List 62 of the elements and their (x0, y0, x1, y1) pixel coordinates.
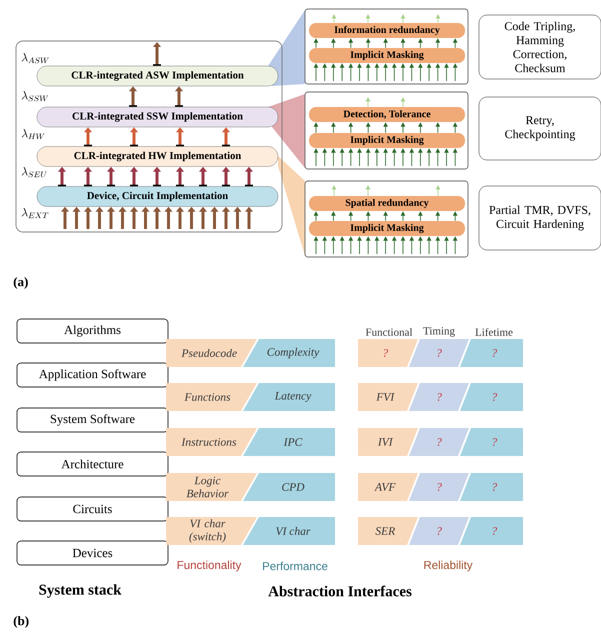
stack-box: Algorithms (16, 318, 168, 344)
mechanism-bar: Implicit Masking (309, 133, 465, 148)
interface-cell: Latency (243, 383, 335, 411)
interface-cell: Complexity (243, 339, 335, 367)
category-label: Reliability (424, 560, 473, 572)
panel-label: (b) (14, 616, 29, 628)
interface-cell: VI char (243, 517, 335, 545)
metric-cell: ? (409, 383, 469, 411)
mechanism-bar: Implicit Masking (309, 221, 465, 236)
stack-box: Architecture (16, 452, 168, 476)
rate-symbol: $\lambda_{ASW}$ (22, 52, 49, 64)
interface-cell: Instructions (166, 428, 257, 456)
technique-box: Code Tripling, Hamming Correction, Checksum (478, 14, 601, 80)
column-header: Functional (366, 328, 412, 336)
metric-cell: IVI (358, 428, 418, 456)
metric-cell: ? (409, 428, 469, 456)
interface-cell: VI char (switch) (166, 517, 257, 545)
metric-cell: ? (409, 517, 469, 545)
rate-symbol: $\lambda_{EXT}$ (22, 208, 48, 218)
layer-box: CLR-integrated ASW Implementation (36, 66, 278, 86)
technique-box: Retry, Checkpointing (478, 96, 601, 160)
column-header: Lifetime (475, 328, 513, 336)
zoom-wedge (278, 156, 305, 256)
stack-box: System Software (16, 408, 168, 432)
mechanism-bar: Information redundancy (309, 23, 465, 38)
layer-box: CLR-integrated HW Implementation (36, 146, 278, 167)
metric-cell: ? (460, 517, 523, 545)
metric-cell: ? (460, 473, 523, 501)
mechanism-bar: Spatial redundancy (309, 196, 465, 211)
rate-symbol: $\lambda_{HW}$ (22, 128, 45, 140)
section-title: Abstraction Interfaces (268, 586, 412, 596)
interface-cell: Functions (166, 383, 257, 411)
category-label: Functionality (178, 560, 242, 572)
layer-stack-box (16, 40, 282, 232)
metric-cell: FVI (358, 383, 418, 411)
interface-cell: IPC (243, 428, 335, 456)
interface-cell: CPD (243, 473, 335, 501)
metric-cell: ? (460, 339, 523, 367)
stack-box: Circuits (16, 496, 168, 522)
interface-cell: Logic Behavior (166, 473, 257, 501)
metric-cell: ? (358, 339, 418, 367)
metric-cell: AVF (358, 473, 418, 501)
layer-box: CLR-integrated SSW Implementation (36, 106, 278, 128)
layer-box: Device, Circuit Implementation (36, 186, 278, 207)
metric-cell: ? (460, 383, 523, 411)
metric-cell: ? (409, 339, 469, 367)
section-title: System stack (39, 584, 122, 598)
technique-box: Partial TMR, DVFS, Circuit Hardening (478, 186, 601, 250)
category-label: Performance (263, 562, 328, 570)
mechanism-bar: Detection, Tolerance (309, 107, 465, 122)
metric-cell: SER (358, 517, 418, 545)
interface-cell: Pseudocode (166, 339, 257, 367)
metric-cell: ? (460, 428, 523, 456)
column-header: Timing (423, 327, 455, 337)
mechanism-bar: Implicit Masking (309, 48, 465, 63)
zoom-wedge (268, 10, 305, 86)
panel-label: (a) (14, 277, 28, 289)
rate-symbol: $\lambda_{SSW}$ (22, 90, 48, 102)
metric-cell: ? (409, 473, 469, 501)
rate-symbol: $\lambda_{SEU}$ (22, 166, 47, 178)
stack-box: Devices (16, 540, 168, 566)
stack-box: Application Software (16, 362, 168, 388)
